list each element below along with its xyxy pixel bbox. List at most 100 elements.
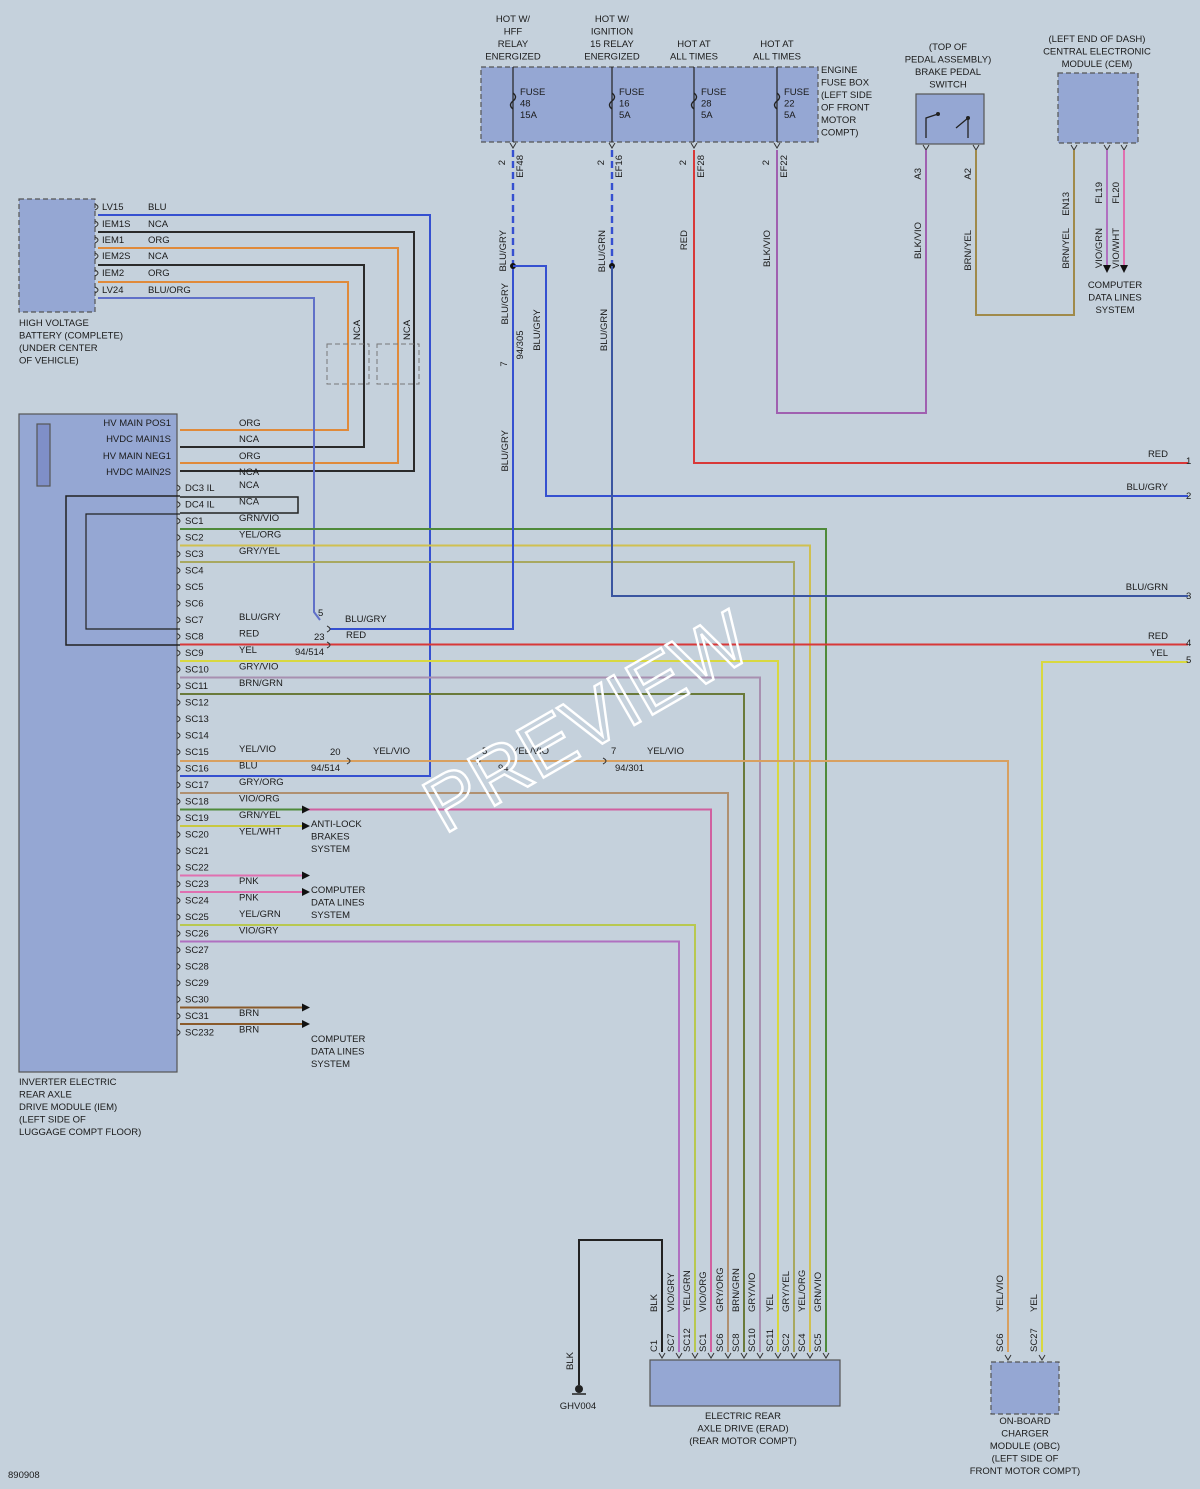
battery-connector [94,286,99,294]
iem-connector [176,798,181,805]
fuse-conn: EF28 [696,155,707,178]
obc-wire-label: YEL/VIO [995,1275,1006,1312]
battery-connector [94,236,99,244]
fuse-label: 48 [520,99,531,110]
offpage-reference: 5 [1186,655,1191,666]
brake-switch-label-line: PEDAL ASSEMBLY) [905,55,992,66]
erad-connector [724,1352,732,1359]
iem-connector [176,732,181,739]
fuse-4-connector [773,142,781,149]
data-lines-label-line: COMPUTER [311,1034,366,1045]
wire-sc25-yelgrn [180,924,696,1352]
shield-label: NCA [352,319,363,340]
fuse-box-label-line: (LEFT SIDE [821,90,872,101]
iem-connector [176,649,181,657]
central-electronic-module [1057,72,1139,144]
iem-connector [176,831,181,838]
iem-pin: SC24 [185,896,209,907]
iem-hv-wire-label: ORG [239,451,261,462]
wire-label: RED [346,630,366,641]
iem-pin: SC22 [185,863,209,874]
wire-iem1-org [98,247,399,464]
iem-connector [176,666,181,673]
fuse-pin: 2 [497,160,508,165]
iem-connector [176,748,181,756]
iem-hv-pin: HV MAIN NEG1 [103,451,171,462]
iem-pin: SC27 [185,945,209,956]
abs-label-line: SYSTEM [311,844,350,855]
fuse-1-element [509,92,517,110]
iem-connector [176,1012,181,1020]
switch-pin: A2 [963,168,974,180]
connector-label: 23 [314,632,325,643]
wire-iem2s-nca [98,264,365,448]
iem-hv-wire-label: NCA [239,467,260,478]
shield-splice [376,343,420,385]
fuse-header: HOT AT [760,39,794,50]
iem-hv-pin: HV MAIN POS1 [103,418,171,429]
iem-wire-label: YEL/WHT [239,827,281,838]
cem-dest-label-line: SYSTEM [1095,305,1134,316]
erad-connector [740,1352,748,1359]
fuse-label: 22 [784,99,795,110]
destination-arrow [302,871,310,880]
iem-connector [176,996,181,1003]
iem-connector [176,781,181,789]
electric-rear-axle-drive [649,1359,841,1407]
iem-hv-connector [36,423,51,487]
data-lines-label-line: DATA LINES [311,898,365,909]
wire-blugrn-to-3 [611,266,1188,597]
iem-pin: SC2 [185,533,203,544]
iem-wire-label: GRY/YEL [239,546,280,557]
erad-pin: SC10 [747,1328,758,1352]
erad-pin: SC6 [715,1334,726,1352]
iem-pin: SC15 [185,747,209,758]
wire-sc2-yelorg [180,544,811,1352]
iem-pin: SC19 [185,813,209,824]
iem-pin: DC3 IL [185,483,215,494]
connector-label: 20 [330,747,341,758]
iem-wire-label: VIO/ORG [239,794,280,805]
switch-contact-point [936,112,940,116]
destination-arrow [302,805,310,814]
shield-label: NCA [402,319,413,340]
fuse-header: HOT W/ [496,14,530,25]
iem-label-line: REAR AXLE [19,1090,72,1101]
wire-sc15-yelvio [180,760,1009,1352]
obc-pin: SC6 [995,1334,1006,1352]
inverter-electric-rear-axle-drive-module [18,413,178,1073]
cem-arrow [1120,265,1128,273]
fuse-box-label-line: ENGINE [821,65,857,76]
obc-label-line: (LEFT SIDE OF [992,1454,1059,1465]
battery-pin: IEM1S [102,219,131,230]
offpage-reference: 3 [1186,591,1191,602]
iem-connector [176,501,181,508]
battery-wire-label: NCA [148,251,169,262]
fuse-label: 5A [784,110,796,121]
wire-label: BLU/GRN [599,309,610,351]
battery-connector [94,252,99,260]
inline-connector [602,757,607,765]
erad-wire-label: YEL/GRN [682,1270,693,1312]
ground-symbol [575,1385,583,1393]
battery-wire-label: BLU/ORG [148,285,191,296]
fuse-header: HFF [504,27,523,38]
fuse-label: FUSE [784,87,809,98]
cem-connector [1103,144,1111,151]
destination-arrow [302,1003,310,1012]
iem-connector [176,567,181,574]
battery-wire-label: ORG [148,268,170,279]
cem-label-line: MODULE (CEM) [1062,59,1133,70]
erad-wire-label: YEL/ORG [797,1270,808,1312]
iem-connector [176,963,181,970]
iem-hv-pin: HVDC MAIN2S [106,467,171,478]
obc-wire-label: YEL [1029,1294,1040,1312]
wire-sc17-gryorg [180,792,729,1352]
iem-pin: SC18 [185,797,209,808]
data-lines-label-line: SYSTEM [311,910,350,921]
iem-connector [176,616,181,624]
iem-wire-label: GRN/VIO [239,513,279,524]
switch-connector [972,144,980,151]
cem-dest-label-line: COMPUTER [1088,280,1143,291]
wire-label: BLU/GRY [345,614,387,625]
